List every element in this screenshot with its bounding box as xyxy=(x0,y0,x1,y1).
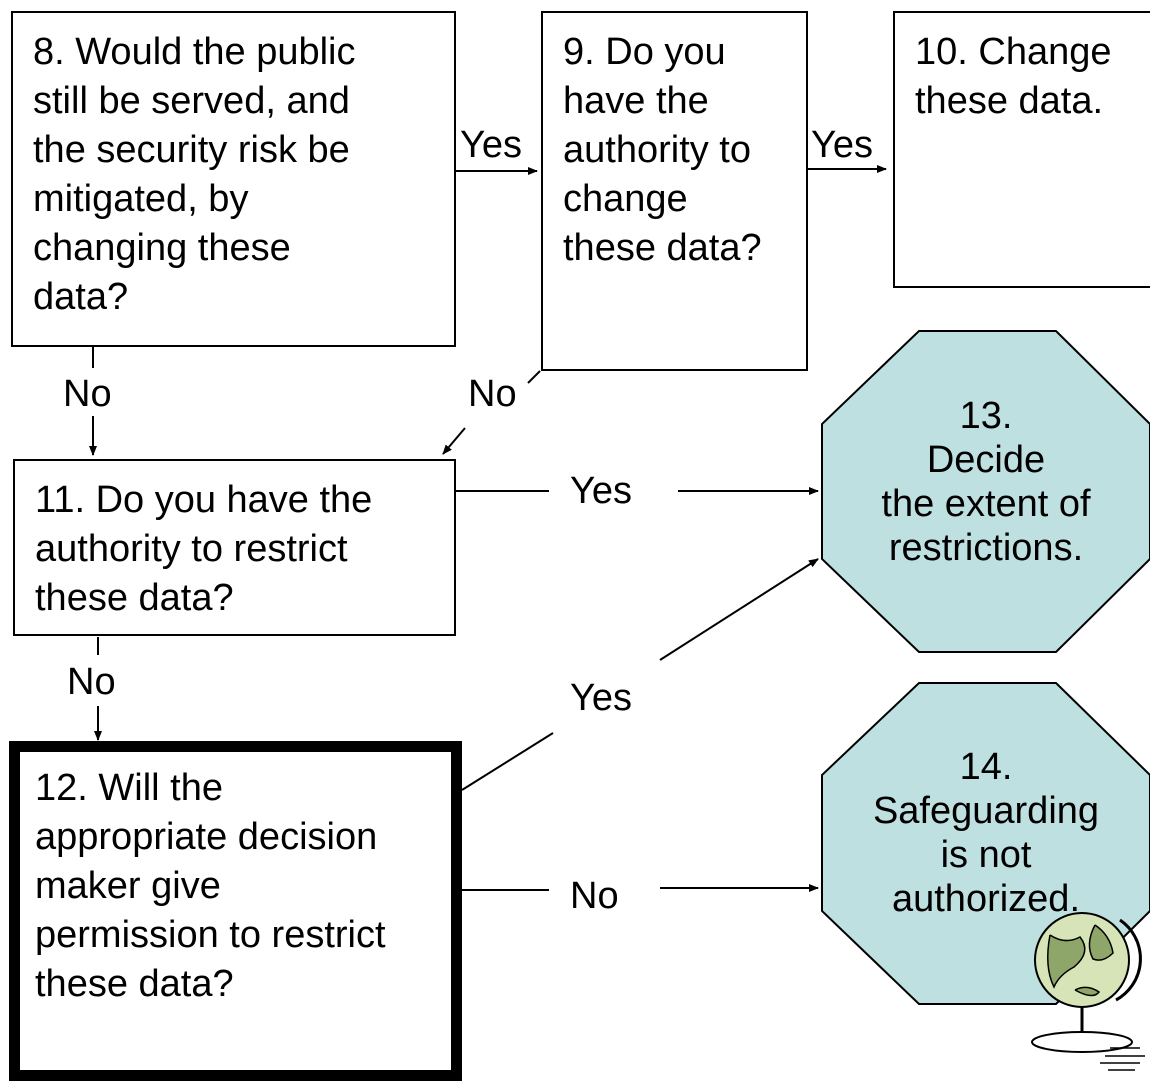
edge-label-9-11: No xyxy=(468,373,517,415)
node-9-line-2: have the xyxy=(563,80,709,122)
node-13-line-3: the extent of xyxy=(881,483,1091,525)
node-12-line-5: these data? xyxy=(35,963,234,1005)
node-8-line-5: changing these xyxy=(33,227,291,269)
node-10-line-1: 10. Change xyxy=(915,31,1112,73)
node-13-line-2: Decide xyxy=(926,439,1046,481)
edge-label-12-14: No xyxy=(570,875,619,917)
node-13: 13. Decide the extent of restrictions. xyxy=(828,394,1144,570)
node-14-line-4: authorized. xyxy=(891,878,1080,920)
node-11-line-3: these data? xyxy=(35,577,234,619)
edge-label-11-12: No xyxy=(67,661,116,703)
node-12-line-3: maker give xyxy=(35,865,221,907)
globe-icon xyxy=(1031,912,1145,1071)
node-11-line-1: 11. Do you have the xyxy=(35,479,373,521)
node-9-line-3: authority to xyxy=(563,129,751,171)
node-13-shape xyxy=(821,330,1150,653)
node-12-line-4: permission to restrict xyxy=(35,914,386,956)
node-14-line-1: 14. xyxy=(959,746,1013,788)
edge-label-8-9: Yes xyxy=(460,124,522,166)
node-11: 11. Do you have the authority to restric… xyxy=(13,459,456,636)
node-8-line-6: data? xyxy=(33,276,129,318)
node-14: 14. Safeguarding is not authorized. xyxy=(828,745,1144,921)
edge-9-11-top xyxy=(527,370,541,384)
edge-label-8-11: No xyxy=(63,373,112,415)
edge-label-12-13: Yes xyxy=(570,677,632,719)
node-13-line-4: restrictions. xyxy=(888,527,1084,569)
node-14-line-3: is not xyxy=(940,834,1032,876)
node-12: 12. Will the appropriate decision maker … xyxy=(9,741,462,1081)
node-9-line-4: change xyxy=(563,178,688,220)
node-12-line-1: 12. Will the xyxy=(35,767,223,809)
node-9: 9. Do you have the authority to change t… xyxy=(541,11,808,371)
node-8-line-1: 8. Would the public xyxy=(33,31,356,73)
edge-9-11-bottom xyxy=(442,427,466,455)
node-8-line-3: the security risk be xyxy=(33,129,350,171)
node-9-line-5: these data? xyxy=(563,227,762,269)
node-10-line-2: these data. xyxy=(915,80,1104,122)
node-11-line-2: authority to restrict xyxy=(35,528,348,570)
node-8-line-4: mitigated, by xyxy=(33,178,249,220)
node-8: 8. Would the public still be served, and… xyxy=(11,11,456,347)
edge-label-9-10: Yes xyxy=(811,124,873,166)
node-12-line-2: appropriate decision xyxy=(35,816,378,858)
node-8-line-2: still be served, and xyxy=(33,80,350,122)
edge-12-13-upper xyxy=(659,558,819,661)
node-14-line-2: Safeguarding xyxy=(872,790,1100,832)
edge-label-11-13: Yes xyxy=(570,470,632,512)
node-9-line-1: 9. Do you xyxy=(563,31,726,73)
node-13-line-1: 13. xyxy=(959,395,1013,437)
node-10: 10. Change these data. xyxy=(893,11,1150,288)
edge-12-13-lower xyxy=(461,732,554,791)
